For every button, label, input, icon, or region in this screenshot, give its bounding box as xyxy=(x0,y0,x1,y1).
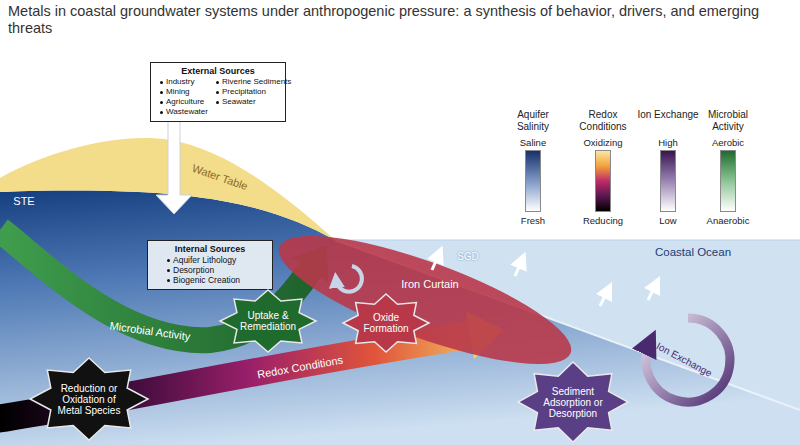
zone-label: Iron Curtain xyxy=(401,278,458,290)
legend-text: Reducing xyxy=(568,215,638,226)
process-star: Oxide Formation xyxy=(343,294,429,352)
legend-bar xyxy=(595,150,611,212)
sgd-arrow xyxy=(515,260,522,276)
legend-text: Aerobic xyxy=(693,137,763,148)
sgd-arrow xyxy=(432,254,439,270)
legend-swatch xyxy=(596,181,610,211)
star-outline xyxy=(343,294,429,352)
legend-heading: Ion Exchange xyxy=(637,109,699,121)
legend-heading: Microbial Activity xyxy=(697,109,759,133)
zone-label: Coastal Ocean xyxy=(655,246,731,258)
process-star: Reduction or Oxidation of Metal Species xyxy=(30,358,148,440)
ion-exchange-cycle xyxy=(646,318,730,402)
star-label: Sediment Adsorption or Desorption xyxy=(518,362,628,442)
bullet-text: Precipitation xyxy=(222,87,266,97)
bullet-item: Precipitation xyxy=(216,87,291,97)
legend-text: Anaerobic xyxy=(693,215,763,226)
bullet-column: Aquifer LithologyDesorptionBiogenic Crea… xyxy=(167,255,240,285)
bullet-dot xyxy=(160,111,163,114)
bullet-item: Desorption xyxy=(167,265,240,275)
process-star: Sediment Adsorption or Desorption xyxy=(518,362,628,442)
star-text: Uptake & Remediation xyxy=(235,310,300,332)
bullet-item: Seawater xyxy=(216,97,291,107)
star-label: Oxide Formation xyxy=(343,294,429,352)
bullet-item: Aquifer Lithology xyxy=(167,255,240,265)
legend-swatch xyxy=(526,151,540,181)
legend-bar xyxy=(720,150,736,212)
bullet-text: Agriculture xyxy=(166,97,204,107)
legend-text: High xyxy=(633,137,703,148)
bullet-item: Agriculture xyxy=(160,97,208,107)
cycle-arrow xyxy=(336,266,362,292)
bullet-text: Desorption xyxy=(173,265,214,275)
process-star: Uptake & Remediation xyxy=(220,290,316,352)
star-text: Sediment Adsorption or Desorption xyxy=(536,386,611,419)
bullet-dot xyxy=(167,259,170,262)
source-box: Internal SourcesAquifer LithologyDesorpt… xyxy=(147,240,273,290)
star-label: Reduction or Oxidation of Metal Species xyxy=(30,358,148,440)
microbial-band xyxy=(0,230,310,340)
legend-swatch xyxy=(721,181,735,211)
source-box: External SourcesIndustryMiningAgricultur… xyxy=(150,62,286,122)
bullet-dot xyxy=(160,101,163,104)
star-label: Uptake & Remediation xyxy=(220,290,316,352)
legend-swatch xyxy=(661,151,675,181)
sgd-arrow xyxy=(600,290,608,306)
legend-bar xyxy=(525,150,541,212)
star-outline xyxy=(220,290,316,352)
legend-swatch xyxy=(661,181,675,211)
zone-label: STE xyxy=(13,195,34,207)
diagram-title: Metals in coastal groundwater systems un… xyxy=(8,3,798,37)
bullet-text: Mining xyxy=(166,87,190,97)
legend-text: Oxidizing xyxy=(568,137,638,148)
flow-label: SGD xyxy=(457,251,479,263)
star-text: Oxide Formation xyxy=(357,312,415,334)
bullet-text: Biogenic Creation xyxy=(173,275,240,285)
legend-heading: Aquifer Salinity xyxy=(502,109,564,133)
bullet-dot xyxy=(160,81,163,84)
legend-swatch xyxy=(526,181,540,211)
sgd-arrow xyxy=(648,284,656,300)
legend-swatch xyxy=(596,151,610,181)
bullet-text: Aquifer Lithology xyxy=(173,255,236,265)
legend-bar xyxy=(660,150,676,212)
legend-text: Fresh xyxy=(498,215,568,226)
bullet-item: Mining xyxy=(160,87,208,97)
bullet-text: Seawater xyxy=(222,97,256,107)
bullet-dot xyxy=(216,81,219,84)
sea-surface xyxy=(335,240,800,241)
bullet-dot xyxy=(216,101,219,104)
bullet-column: Riverine SedimentsPrecipitationSeawater xyxy=(216,77,291,117)
bullet-columns: Aquifer LithologyDesorptionBiogenic Crea… xyxy=(153,255,267,285)
box-heading: External Sources xyxy=(156,66,280,77)
legend-heading: Redox Conditions xyxy=(572,109,634,133)
legend-text: Saline xyxy=(498,137,568,148)
bullet-item: Industry xyxy=(160,77,208,87)
aquifer xyxy=(0,191,800,445)
legend-text: Low xyxy=(633,215,703,226)
bullet-item: Biogenic Creation xyxy=(167,275,240,285)
bullet-columns: IndustryMiningAgricultureWastewaterRiver… xyxy=(156,77,280,117)
input-arrow xyxy=(156,120,192,214)
bullet-text: Riverine Sediments xyxy=(222,77,291,87)
bullet-dot xyxy=(216,91,219,94)
legend-swatch xyxy=(721,151,735,181)
box-heading: Internal Sources xyxy=(153,244,267,255)
bullet-dot xyxy=(167,269,170,272)
bullet-dot xyxy=(167,279,170,282)
bullet-item: Riverine Sediments xyxy=(216,77,291,87)
bullet-dot xyxy=(160,91,163,94)
star-outline xyxy=(30,358,148,440)
bullet-text: Wastewater xyxy=(166,107,208,117)
bullet-text: Industry xyxy=(166,77,194,87)
star-outline xyxy=(518,362,628,442)
bullet-item: Wastewater xyxy=(160,107,208,117)
bullet-column: IndustryMiningAgricultureWastewater xyxy=(160,77,208,117)
star-text: Reduction or Oxidation of Metal Species xyxy=(49,383,129,416)
